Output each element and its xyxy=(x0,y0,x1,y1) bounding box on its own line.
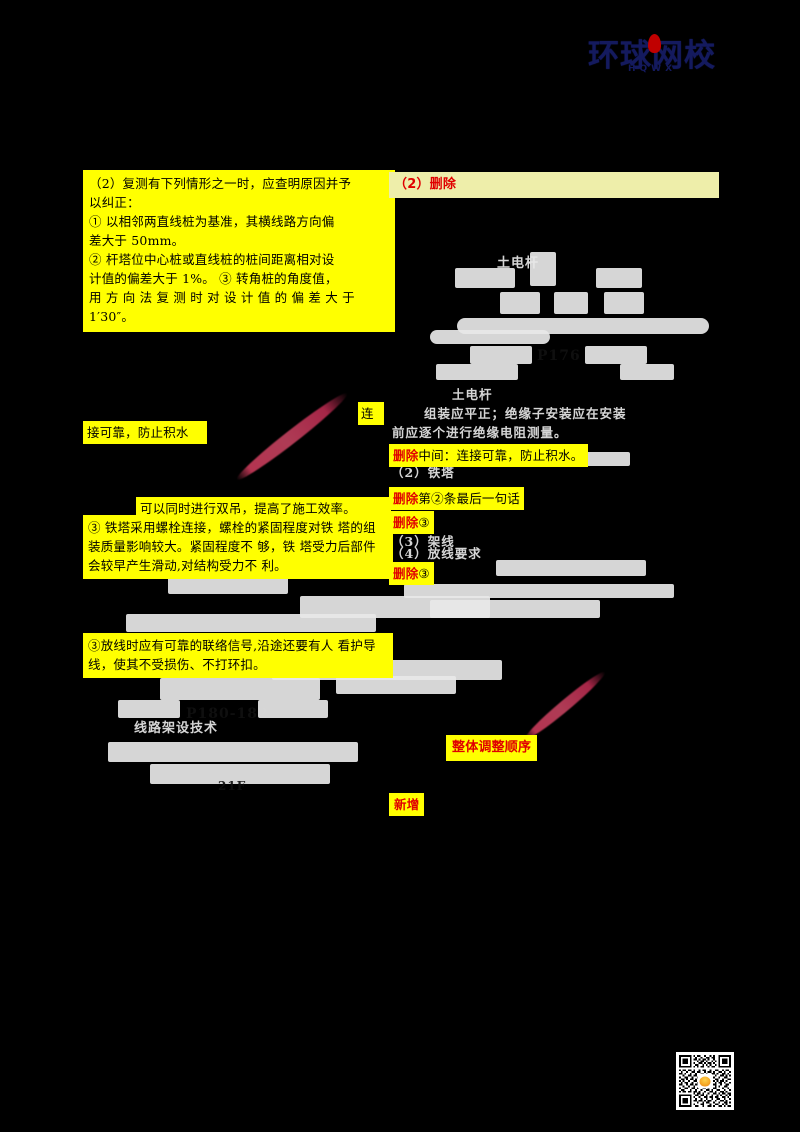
ghost-line-1b: 土电杆 xyxy=(452,387,493,402)
left-highlight-block-2: ③ 铁塔采用螺栓连接，螺栓的紧固程度对铁 塔的组装质量影响较大。紧固程度不 够，… xyxy=(83,515,393,579)
ghost-blob xyxy=(168,576,288,594)
ghost-line-5: （3）架线 xyxy=(391,534,455,549)
annotation-bar-delete: （2）删除 xyxy=(389,172,719,198)
ghost-blob xyxy=(470,346,532,364)
ghost-blob xyxy=(300,596,490,618)
ghost-blob xyxy=(118,700,180,718)
brand-logo: 环球网校 HQWX xyxy=(572,30,732,82)
annotation-chip-2: 删除第②条最后一句话 xyxy=(389,487,525,510)
annotation-marker: 删除 xyxy=(393,515,419,530)
pink-highlighter-stroke xyxy=(232,388,352,485)
annotation-marker: 删除 xyxy=(393,491,419,506)
ghost-line-4: （2）铁塔 xyxy=(391,465,455,480)
text-line: ① 以相邻两直线桩为基准，其横线路方向偏 xyxy=(89,214,335,229)
ghost-blob xyxy=(496,560,646,576)
text-line: ③ 铁塔采用螺栓连接，螺栓的紧固程度对铁 xyxy=(88,520,334,535)
text-line: 差大于 50mm。 xyxy=(89,233,185,248)
text-line: 计值的偏差大于 1%。 ③ 转角桩的角度值， xyxy=(89,271,338,286)
ghost-blob xyxy=(108,742,358,762)
ghost-line-1: 土电杆 xyxy=(497,256,540,271)
left-highlight-fragment-lian: 连 xyxy=(358,402,384,425)
text-line: 1′30″。 xyxy=(89,309,135,324)
text-line: 利。 xyxy=(261,558,287,573)
ghost-blob xyxy=(620,364,674,380)
ghost-blob xyxy=(436,364,518,380)
annotation-chip-4: 删除③ xyxy=(389,562,434,585)
text-line: （2）复测有下列情形之一时，应查明原因并予 xyxy=(89,176,352,191)
ghost-line-8: 21F xyxy=(218,779,247,793)
ghost-line-7: 线路架设技术 xyxy=(134,721,219,736)
ghost-blob xyxy=(455,268,515,288)
ghost-blob xyxy=(336,676,456,694)
annotation-text: 第②条最后一句话 xyxy=(418,491,521,506)
text-line: 用 方 向 法 复 测 时 对 设 计 值 的 偏 差 大 于 xyxy=(89,290,355,305)
text-line: ② 杆塔位中心桩或直线桩的桩间距离相对设 xyxy=(89,252,335,267)
ghost-blob xyxy=(126,614,376,632)
left-highlight-fragment-a: 接可靠，防止积水 xyxy=(83,421,207,444)
brand-logo-en: HQWX xyxy=(627,64,677,74)
ghost-blob xyxy=(585,346,647,364)
annotation-marker: 删除 xyxy=(393,566,419,581)
text-line: 以纠正： xyxy=(89,195,140,210)
annotation-marker: 删除 xyxy=(393,448,419,463)
annotation-text: 中间：连接可靠，防止积水。 xyxy=(418,448,584,463)
text-line: 塔受力后部件会较早产生滑动,对结构受力不 xyxy=(88,539,376,573)
ghost-line-6: （4）放线要求 xyxy=(391,546,482,561)
qr-code[interactable] xyxy=(676,1052,734,1110)
ghost-blob xyxy=(150,764,330,784)
annotation-text: ③ xyxy=(418,515,430,530)
pink-highlighter-stroke xyxy=(521,667,609,744)
ghost-blob xyxy=(160,678,320,700)
annotation-chip-new: 新增 xyxy=(389,793,425,816)
ghost-page-ref-1: P176 xyxy=(537,348,581,364)
ghost-blob xyxy=(596,268,642,288)
ghost-line-2: 组装应平正；绝缘子安装应在安装 xyxy=(424,406,627,421)
red-drop-icon xyxy=(648,34,661,53)
ghost-blob xyxy=(500,292,540,314)
ghost-blob xyxy=(530,252,556,286)
annotation-text: ③ xyxy=(418,566,430,581)
left-highlight-fragment-b: 可以同时进行双吊，提高了施工效率。 xyxy=(136,497,391,520)
text-line: 看护导线，使其不受损伤、不打环扣。 xyxy=(88,638,376,672)
text-line: 塔的组装质量影响较大。紧固程度不 够，铁 xyxy=(88,520,376,554)
left-highlight-block-1: （2）复测有下列情形之一时，应查明原因并予 以纠正： ① 以相邻两直线桩为基准，… xyxy=(83,170,395,332)
annotation-chip-3: 删除③ xyxy=(389,511,434,534)
ghost-blob xyxy=(404,584,674,598)
annotation-marker: 新增 xyxy=(394,797,420,812)
left-highlight-block-3: ③放线时应有可靠的联络信号,沿途还要有人 看护导线，使其不受损伤、不打环扣。 xyxy=(83,633,393,678)
annotation-chip-1: 删除中间：连接可靠，防止积水。 xyxy=(389,444,588,467)
text-line: ③放线时应有可靠的联络信号,沿途还要有人 xyxy=(88,638,334,653)
annotation-chip-reorder: 整体调整顺序 xyxy=(446,735,538,761)
ghost-blob xyxy=(554,292,588,314)
qr-center-logo xyxy=(697,1073,713,1089)
annotation-marker: （2）删除 xyxy=(394,177,457,192)
ghost-page-ref-2: P180-182 xyxy=(186,706,269,722)
ghost-blob xyxy=(430,330,550,344)
ghost-line-3: 前应逐个进行绝缘电阻测量。 xyxy=(392,425,568,440)
ghost-blob xyxy=(258,700,328,718)
flame-logo-icon xyxy=(699,1076,711,1087)
ghost-blob xyxy=(604,292,644,314)
annotation-marker: 整体调整顺序 xyxy=(452,740,532,755)
